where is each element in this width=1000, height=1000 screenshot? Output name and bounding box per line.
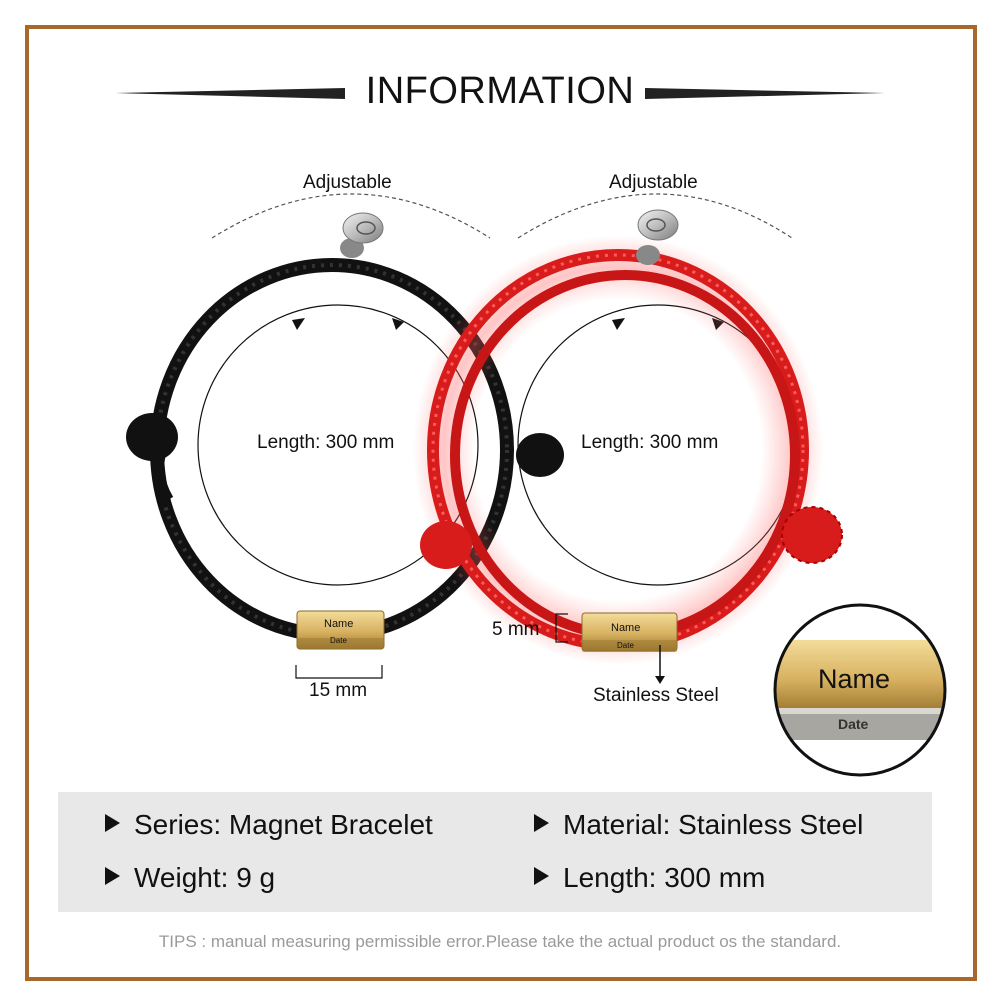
length-label-left: Length: 300 mm: [257, 432, 395, 453]
spec-weight: Weight: 9 g: [105, 862, 275, 894]
spec-series: Series: Magnet Bracelet: [105, 809, 433, 841]
magnet-right: [636, 209, 679, 265]
zoom-name: Name: [818, 664, 891, 694]
page-title: INFORMATION: [0, 70, 1000, 113]
spec-length: Length: 300 mm: [534, 862, 765, 894]
tag-left: [296, 610, 385, 650]
adjustable-arc-left: [211, 193, 491, 239]
tag-right-date: Date: [617, 641, 634, 650]
title-rule-left: [115, 88, 345, 99]
tag-right-name: Name: [611, 622, 641, 634]
triangle-bullet-icon: [105, 814, 120, 832]
title-rule-right: [645, 88, 885, 99]
adjustable-label-right: Adjustable: [609, 172, 698, 193]
page-border: [25, 25, 977, 981]
spec-panel: Series: Magnet Bracelet Material: Stainl…: [58, 792, 932, 912]
zoom-date: Date: [838, 716, 869, 732]
tag-left-date: Date: [330, 636, 347, 645]
height-label: 5 mm: [492, 619, 540, 640]
tag-right: [581, 612, 678, 652]
width-label: 15 mm: [309, 680, 368, 701]
material-callout: Stainless Steel: [593, 685, 719, 706]
spec-material: Material: Stainless Steel: [534, 809, 863, 841]
magnet-left: [340, 212, 384, 258]
material-arrow: [655, 645, 665, 684]
triangle-bullet-icon: [105, 867, 120, 885]
triangle-bullet-icon: [534, 814, 549, 832]
tag-left-name: Name: [324, 618, 354, 630]
triangle-bullet-icon: [534, 867, 549, 885]
zoom-circle: [773, 603, 947, 777]
length-label-right: Length: 300 mm: [581, 432, 719, 453]
width-bracket: [295, 665, 383, 679]
height-bracket: [555, 613, 568, 643]
tips-note: TIPS : manual measuring permissible erro…: [158, 932, 842, 951]
adjustable-label-left: Adjustable: [303, 172, 392, 193]
adjustable-arc-right: [517, 193, 793, 239]
